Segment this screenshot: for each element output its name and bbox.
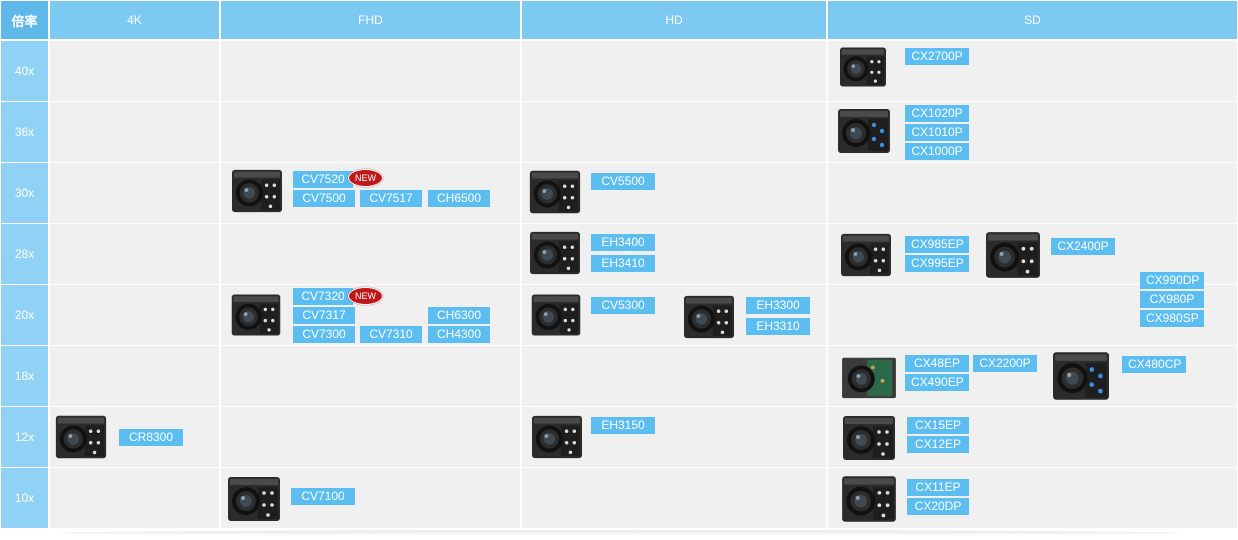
model-link-cx20dp[interactable]: CX20DP: [907, 498, 969, 515]
new-badge: NEW: [348, 287, 383, 305]
model-link-cv7300[interactable]: CV7300: [293, 326, 355, 343]
model-link-cv7500[interactable]: CV7500: [293, 190, 355, 207]
cell-sd-12x: [828, 407, 1237, 467]
row-label-20x: 20x: [1, 285, 48, 345]
model-link-cv7317[interactable]: CV7317: [293, 307, 355, 324]
model-link-eh3410[interactable]: EH3410: [591, 255, 655, 272]
cell-hd-18x: [522, 346, 826, 406]
camera-block-icon[interactable]: [838, 412, 900, 464]
model-link-cv7100[interactable]: CV7100: [291, 488, 355, 505]
cell-sd-10x: [828, 468, 1237, 528]
camera-block-icon[interactable]: [1048, 348, 1114, 404]
row-label-12x: 12x: [1, 407, 48, 467]
model-link-cv7520[interactable]: CV7520: [293, 171, 353, 188]
cell-hd-40x: [522, 41, 826, 101]
camera-block-icon[interactable]: [838, 472, 900, 526]
model-link-eh3150[interactable]: EH3150: [591, 417, 655, 434]
camera-block-icon[interactable]: [52, 410, 110, 464]
camera-block-icon[interactable]: [528, 290, 584, 340]
cell-fhd-40x: [221, 41, 520, 101]
model-link-cx480cp[interactable]: CX480CP: [1122, 356, 1186, 373]
camera-block-icon[interactable]: [832, 44, 894, 90]
model-link-eh3310[interactable]: EH3310: [746, 318, 810, 335]
camera-block-icon[interactable]: [228, 166, 286, 216]
camera-block-icon[interactable]: [680, 292, 738, 342]
header-sd: SD: [828, 1, 1237, 39]
camera-block-icon[interactable]: [835, 230, 897, 280]
cell-fhd-12x: [221, 407, 520, 467]
model-link-cx995ep[interactable]: CX995EP: [905, 255, 969, 272]
model-link-eh3300[interactable]: EH3300: [746, 297, 810, 314]
camera-block-icon[interactable]: [838, 352, 900, 402]
model-link-cx1010p[interactable]: CX1010P: [905, 124, 969, 141]
row-label-28x: 28x: [1, 224, 48, 284]
model-link-cx490ep[interactable]: CX490EP: [905, 374, 969, 391]
camera-block-icon[interactable]: [526, 166, 584, 218]
model-link-cx2700p[interactable]: CX2700P: [905, 48, 969, 65]
model-link-ch4300[interactable]: CH4300: [428, 326, 490, 343]
model-link-cv7310[interactable]: CV7310: [360, 326, 422, 343]
model-link-cx1000p[interactable]: CX1000P: [905, 143, 969, 160]
model-link-cx980p[interactable]: CX980P: [1140, 291, 1204, 308]
model-link-cx980sp[interactable]: CX980SP: [1140, 310, 1204, 327]
model-link-ch6500[interactable]: CH6500: [428, 190, 490, 207]
model-link-cx990dp[interactable]: CX990DP: [1140, 272, 1204, 289]
cell-k4-30x: [50, 163, 219, 223]
cell-hd-10x: [522, 468, 826, 528]
row-label-10x: 10x: [1, 468, 48, 528]
camera-block-icon[interactable]: [830, 105, 898, 157]
camera-block-icon[interactable]: [980, 228, 1046, 282]
model-link-cr8300[interactable]: CR8300: [119, 429, 183, 446]
new-badge: NEW: [348, 169, 383, 187]
row-label-30x: 30x: [1, 163, 48, 223]
model-link-cx2200p[interactable]: CX2200P: [973, 355, 1037, 372]
model-link-cx12ep[interactable]: CX12EP: [907, 436, 969, 453]
model-link-cv5300[interactable]: CV5300: [591, 297, 655, 314]
cell-k4-20x: [50, 285, 219, 345]
row-label-36x: 36x: [1, 102, 48, 162]
row-label-18x: 18x: [1, 346, 48, 406]
cell-k4-18x: [50, 346, 219, 406]
model-link-cx15ep[interactable]: CX15EP: [907, 417, 969, 434]
model-link-cx1020p[interactable]: CX1020P: [905, 105, 969, 122]
header-ratio: 倍率: [1, 1, 48, 39]
camera-block-icon[interactable]: [526, 228, 584, 278]
header-fhd: FHD: [221, 1, 520, 39]
cell-fhd-36x: [221, 102, 520, 162]
cell-hd-36x: [522, 102, 826, 162]
camera-block-icon[interactable]: [528, 412, 586, 462]
model-link-cv7517[interactable]: CV7517: [360, 190, 422, 207]
row-label-40x: 40x: [1, 41, 48, 101]
header-4k: 4K: [50, 1, 219, 39]
model-link-ch6300[interactable]: CH6300: [428, 307, 490, 324]
camera-block-icon[interactable]: [224, 472, 284, 526]
cell-sd-40x: [828, 41, 1237, 101]
cell-k4-28x: [50, 224, 219, 284]
model-link-eh3400[interactable]: EH3400: [591, 234, 655, 251]
cell-fhd-28x: [221, 224, 520, 284]
camera-block-icon[interactable]: [228, 290, 284, 340]
cell-sd-36x: [828, 102, 1237, 162]
model-link-cx11ep[interactable]: CX11EP: [907, 479, 969, 496]
model-link-cx985ep[interactable]: CX985EP: [905, 236, 969, 253]
cell-k4-40x: [50, 41, 219, 101]
cell-sd-30x: [828, 163, 1237, 223]
cell-k4-10x: [50, 468, 219, 528]
model-link-cv7320[interactable]: CV7320: [293, 288, 353, 305]
table-shadow: [60, 530, 1180, 536]
model-link-cv5500[interactable]: CV5500: [591, 173, 655, 190]
model-link-cx48ep[interactable]: CX48EP: [905, 355, 969, 372]
cell-fhd-18x: [221, 346, 520, 406]
header-hd: HD: [522, 1, 826, 39]
model-link-cx2400p[interactable]: CX2400P: [1051, 238, 1115, 255]
cell-k4-36x: [50, 102, 219, 162]
